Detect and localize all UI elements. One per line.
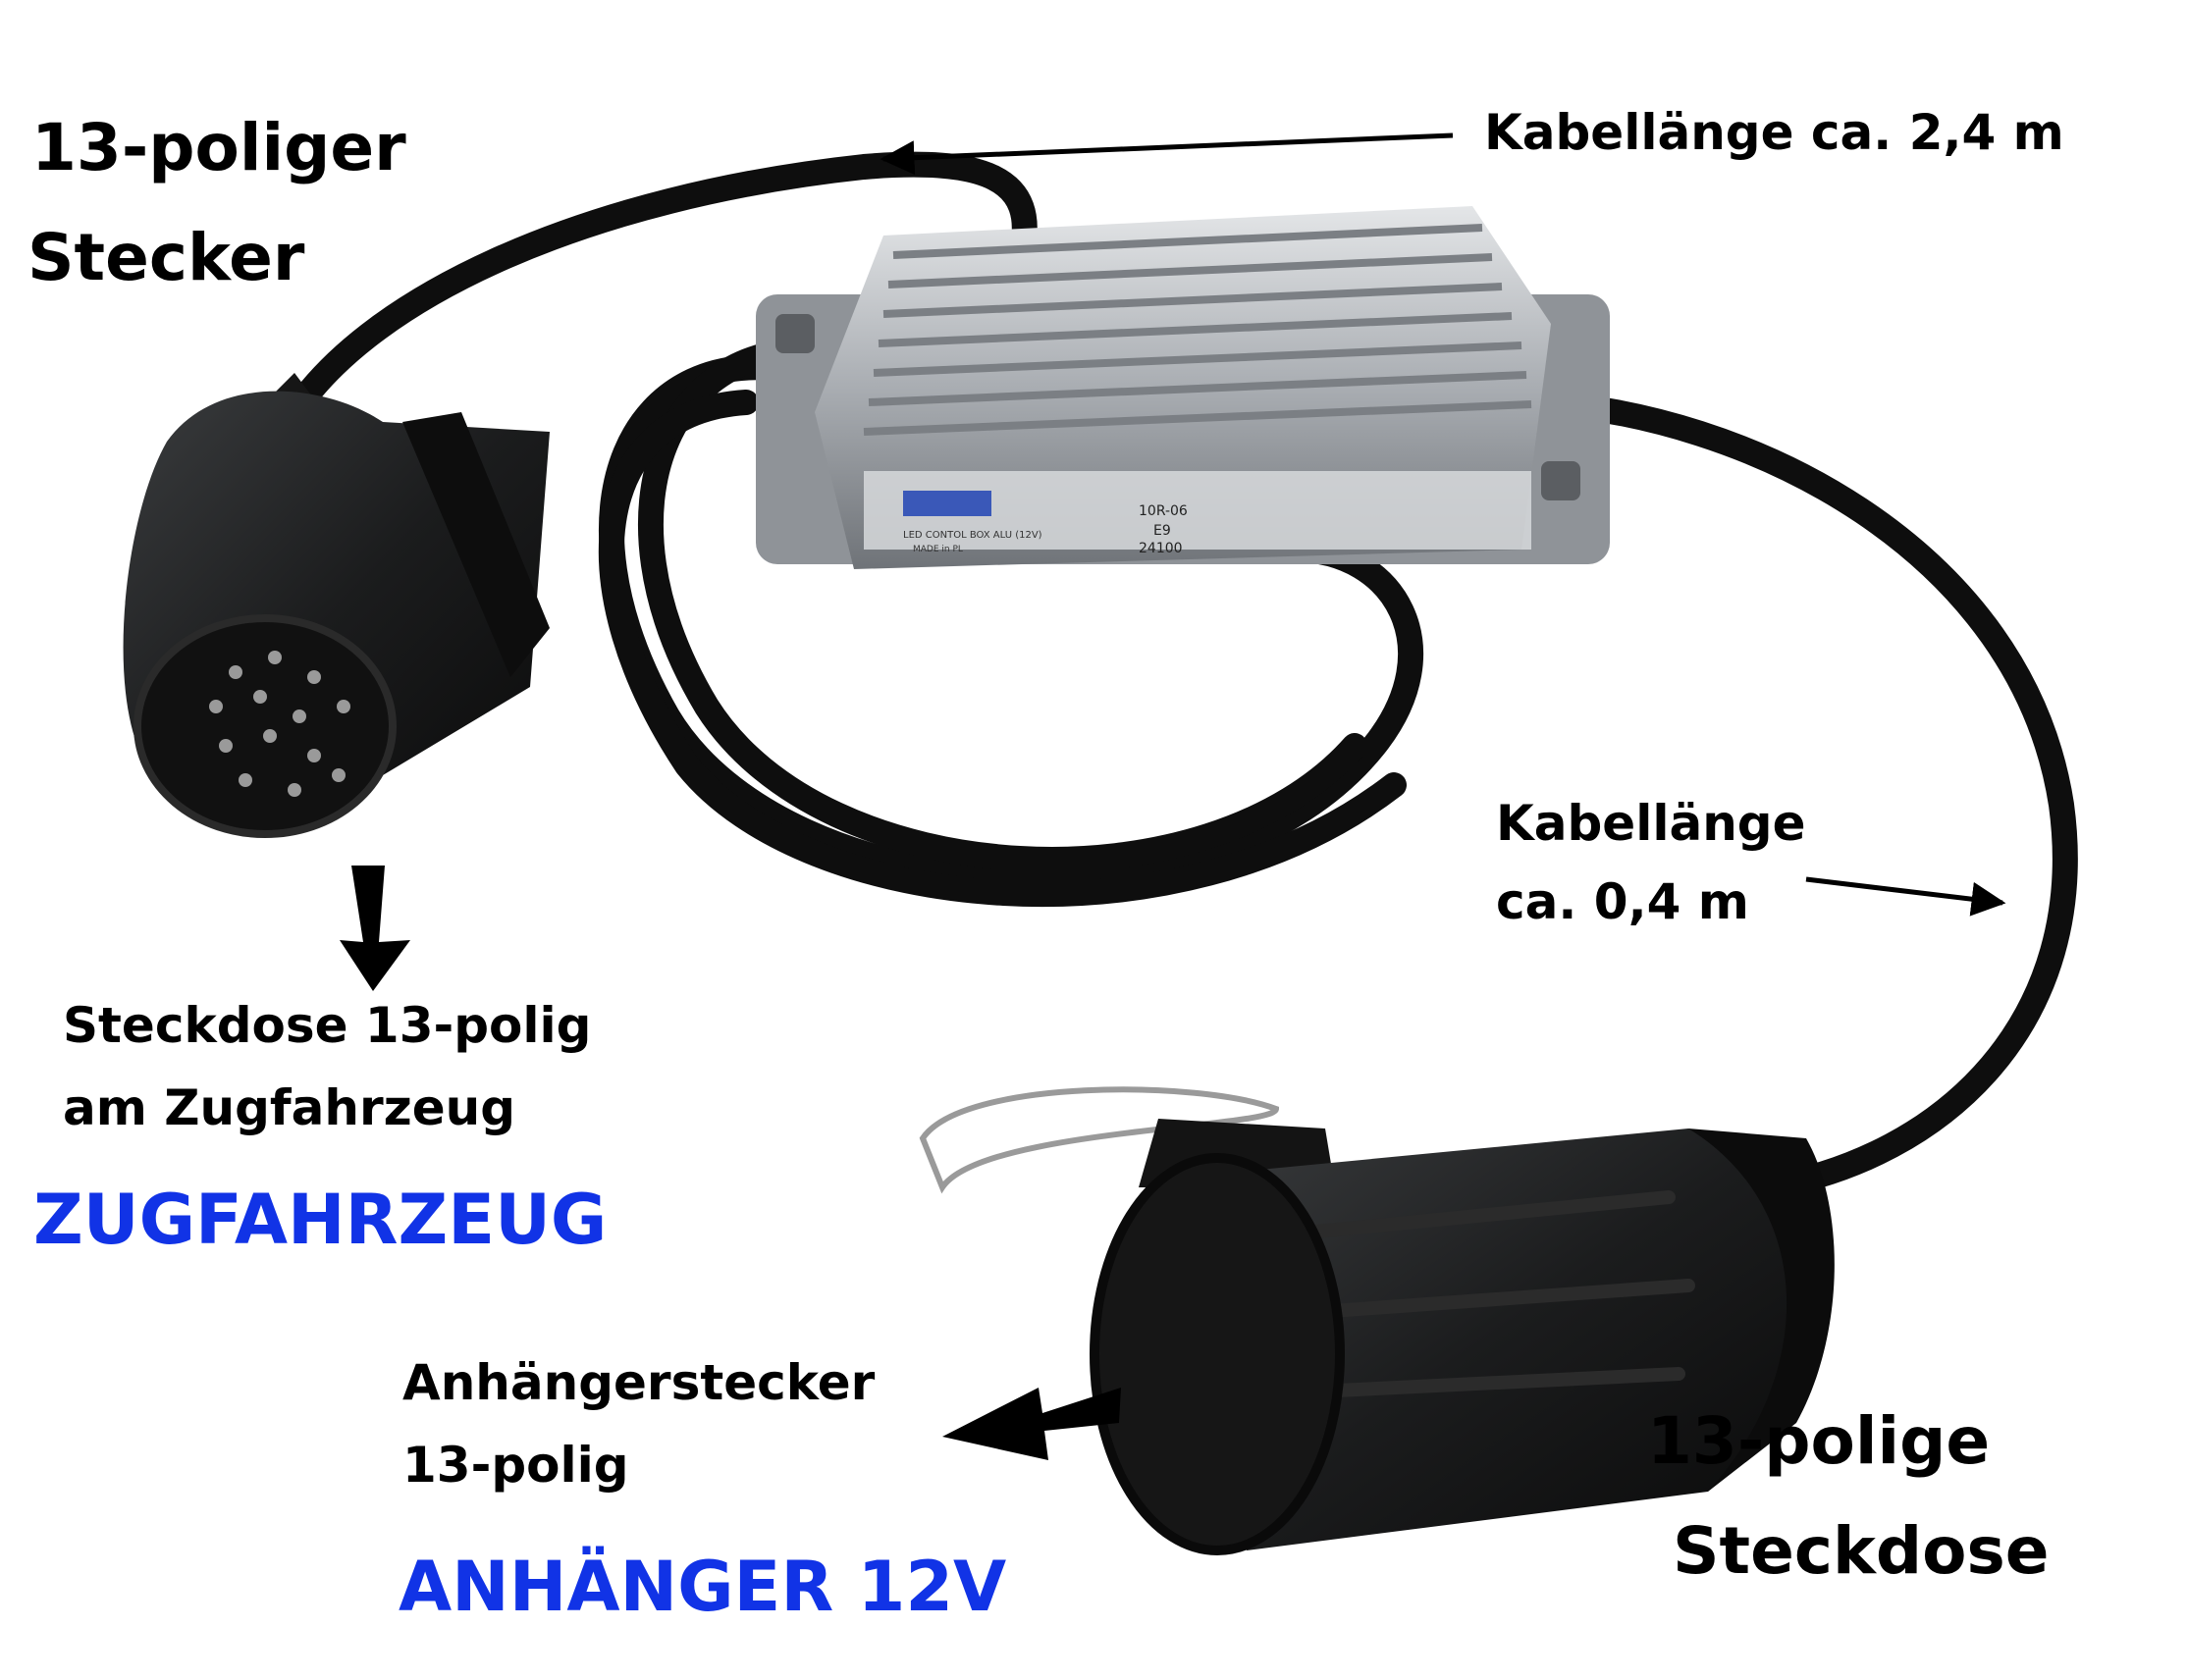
- arrow-down-icon: [340, 866, 410, 991]
- box-model-text: LED CONTOL BOX ALU (12V): [903, 530, 1042, 541]
- thirteen-pin-socket: [919, 1086, 1835, 1555]
- socket-title-line2: Steckdose: [1673, 1513, 2050, 1589]
- plug-pins: [209, 651, 350, 797]
- arrow-cable-long: [880, 132, 1454, 176]
- cable-short-line1: Kabellänge: [1496, 795, 1806, 852]
- thick-arrows: [340, 866, 1121, 1460]
- box-origin-text: MADE in PL: [913, 545, 963, 554]
- trailer-label: ANHÄNGER 12V: [399, 1547, 1007, 1627]
- socket-title-line1: 13-polige: [1647, 1403, 1991, 1479]
- control-box: 10R-06 E9 24100 LED CONTOL BOX ALU (12V)…: [756, 206, 1610, 569]
- box-approval-text: 10R-06: [1139, 503, 1188, 519]
- vehicle-socket-line2: am Zugfahrzeug: [63, 1079, 516, 1136]
- cable-long-label: Kabellänge ca. 2,4 m: [1484, 104, 2064, 161]
- vehicle-socket-line1: Steckdose 13-polig: [63, 997, 592, 1054]
- arrow-left-icon: [942, 1388, 1121, 1460]
- plug-title-line1: 13-poliger: [31, 110, 406, 185]
- arrow-cable-short: [1805, 876, 2006, 917]
- box-number-text: 24100: [1139, 541, 1183, 556]
- thirteen-pin-plug: [123, 373, 551, 838]
- short-cable: [1519, 390, 2078, 1200]
- plug-title-line2: Stecker: [27, 220, 305, 295]
- trailer-plug-line1: Anhängerstecker: [402, 1354, 876, 1411]
- cable-short-line2: ca. 0,4 m: [1496, 873, 1749, 930]
- box-mark-text: E9: [1153, 523, 1171, 539]
- pointer-arrows: [880, 132, 2006, 917]
- vehicle-label: ZUGFAHRZEUG: [33, 1180, 608, 1260]
- long-cable: [282, 151, 1424, 907]
- trailer-plug-line2: 13-polig: [402, 1437, 629, 1494]
